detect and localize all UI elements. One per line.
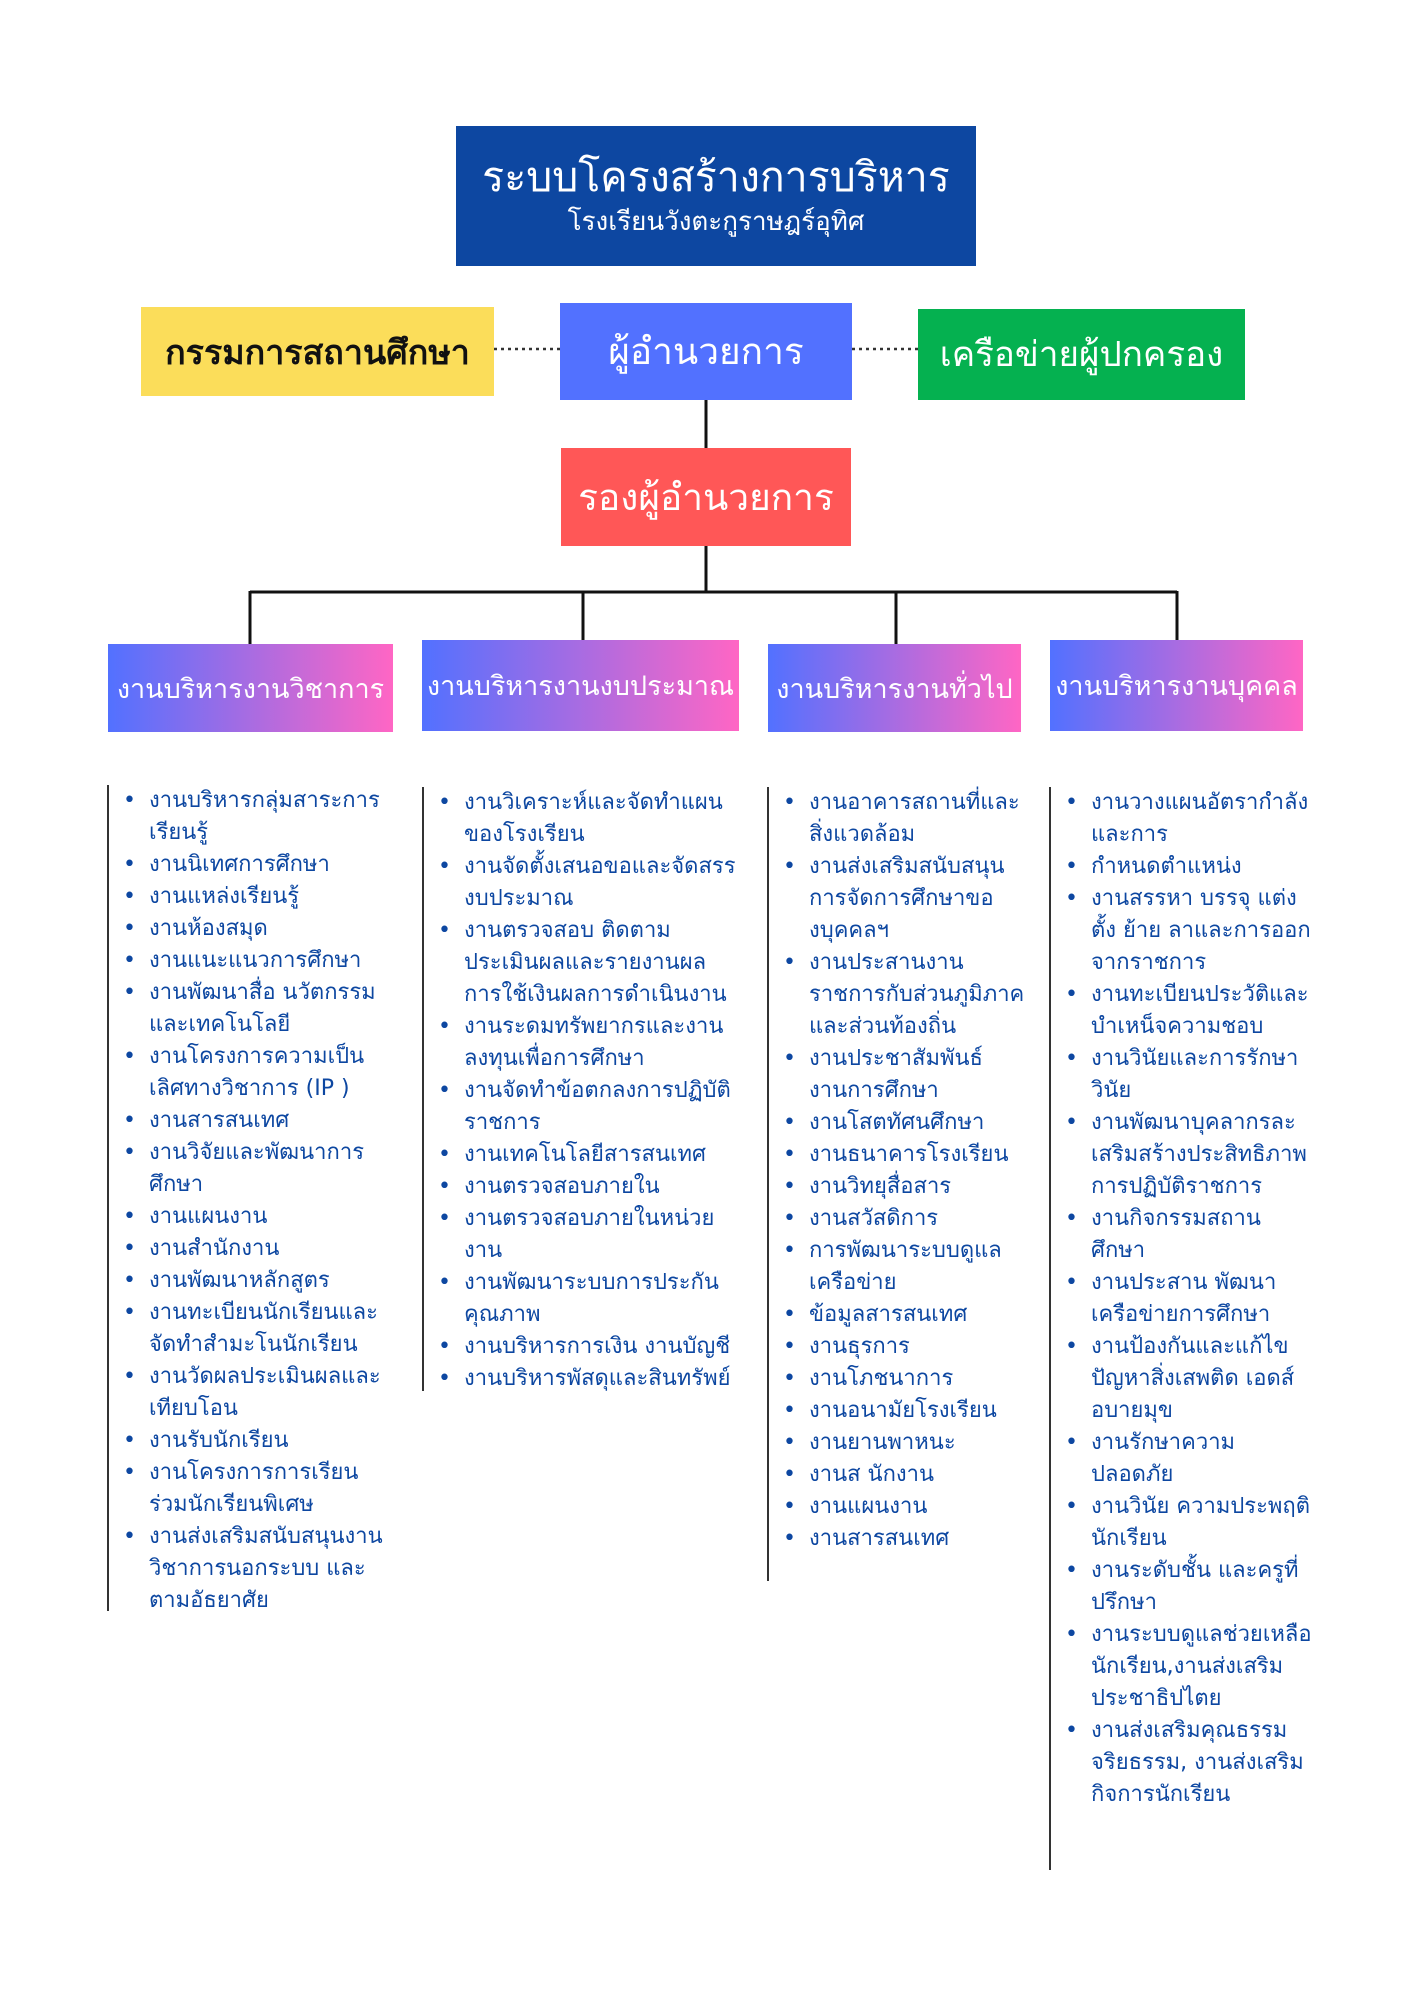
dept-academic-box: งานบริหารงานวิชาการ [108, 644, 393, 732]
task-item: งานทะเบียนนักเรียนและจัดทำสำมะโนนักเรียน [123, 1297, 397, 1361]
task-item: งานป้องกันและแก้ไขปัญหาสิ่งเสพติด เอดส์ … [1065, 1331, 1313, 1427]
task-item: งานสรรหา บรรจุ แต่งตั้ง ย้าย ลาและการออก… [1065, 883, 1313, 979]
task-item: งานแนะแนวการศึกษา [123, 945, 397, 977]
task-item: งานธุรการ [783, 1331, 1025, 1363]
task-item: งานสารสนเทศ [123, 1105, 397, 1137]
task-item: งานเทคโนโลยีสารสนเทศ [438, 1139, 742, 1171]
task-item: งานทะเบียนประวัติและบำเหน็จความชอบ [1065, 979, 1313, 1043]
task-item: งานรักษาความปลอดภัย [1065, 1427, 1313, 1491]
task-item: งานระดับชั้น และครูที่ปรึกษา [1065, 1555, 1313, 1619]
dept-budget-box: งานบริหารงานงบประมาณ [422, 640, 739, 731]
task-item: งานจัดตั้งเสนอขอและจัดสรรงบประมาณ [438, 851, 742, 915]
dept-personnel-task-list: งานวางแผนอัตรากำลังและการกำหนดตำแหน่งงาน… [1049, 787, 1313, 1870]
task-item: งานสวัสดิการ [783, 1203, 1025, 1235]
task-item: งานอาคารสถานที่และสิ่งแวดล้อม [783, 787, 1025, 851]
task-item: งานบริหารการเงิน งานบัญชี [438, 1331, 742, 1363]
task-item: งานวางแผนอัตรากำลังและการ [1065, 787, 1313, 851]
task-item: งานอนามัยโรงเรียน [783, 1395, 1025, 1427]
task-item: งานวัดผลประเมินผลและเทียบโอน [123, 1361, 397, 1425]
task-item: ข้อมูลสารสนเทศ [783, 1299, 1025, 1331]
task-item: งานบริหารกลุ่มสาระการเรียนรู้ [123, 785, 397, 849]
task-item: งานประสานงานราชการกับส่วนภูมิภาคและส่วนท… [783, 947, 1025, 1043]
task-item: งานพัฒนาหลักสูตร [123, 1265, 397, 1297]
task-item: งานส่งเสริมคุณธรรมจริยธรรม, งานส่งเสริมก… [1065, 1715, 1313, 1811]
dept-personnel-box: งานบริหารงานบุคคล [1050, 640, 1303, 731]
task-item: งานวิเคราะห์และจัดทำแผนของโรงเรียน [438, 787, 742, 851]
director-box: ผู้อำนวยการ [560, 303, 852, 400]
task-item: งานจัดทำข้อตกลงการปฏิบัติราชการ [438, 1075, 742, 1139]
task-item: งานส นักงาน [783, 1459, 1025, 1491]
task-item: งานพัฒนาบุคลากรละเสริมสร้างประสิทธิภาพกา… [1065, 1107, 1313, 1203]
task-item: งานส่งเสริมสนับสนุนงานวิชาการนอกระบบ และ… [123, 1521, 397, 1617]
dept-general-box: งานบริหารงานทั่วไป [768, 644, 1021, 732]
task-item: งานวิทยุสื่อสาร [783, 1171, 1025, 1203]
task-item: งานยานพาหนะ [783, 1427, 1025, 1459]
task-item: งานโภชนาการ [783, 1363, 1025, 1395]
task-item: งานระบบดูแลช่วยเหลือนักเรียน,งานส่งเสริม… [1065, 1619, 1313, 1715]
task-item: การพัฒนาระบบดูแลเครือข่าย [783, 1235, 1025, 1299]
task-item: งานแหล่งเรียนรู้ [123, 881, 397, 913]
task-item: งานวินัยและการรักษาวินัย [1065, 1043, 1313, 1107]
task-item: งานกิจกรรมสถานศึกษา [1065, 1203, 1313, 1267]
deputy-director-box: รองผู้อำนวยการ [561, 448, 851, 546]
task-item: งานธนาคารโรงเรียน [783, 1139, 1025, 1171]
task-item: งานสารสนเทศ [783, 1523, 1025, 1555]
task-item: กำหนดตำแหน่ง [1065, 851, 1313, 883]
task-item: งานระดมทรัพยากรและงานลงทุนเพื่อการศึกษา [438, 1011, 742, 1075]
task-item: งานนิเทศการศึกษา [123, 849, 397, 881]
dept-budget-task-list: งานวิเคราะห์และจัดทำแผนของโรงเรียนงานจัด… [422, 787, 742, 1395]
task-item: งานพัฒนาระบบการประกันคุณภาพ [438, 1267, 742, 1331]
school-name: โรงเรียนวังตะกูราษฎร์อุทิศ [567, 206, 865, 237]
task-item: งานประสาน พัฒนาเครือข่ายการศึกษา [1065, 1267, 1313, 1331]
task-item: งานสำนักงาน [123, 1233, 397, 1265]
title-box: ระบบโครงสร้างการบริหาร โรงเรียนวังตะกูรา… [456, 126, 976, 266]
task-item: งานโสตทัศนศึกษา [783, 1107, 1025, 1139]
task-item: งานแผนงาน [783, 1491, 1025, 1523]
task-item: งานโครงการความเป็นเลิศทางวิชาการ (IP ) [123, 1041, 397, 1105]
task-item: งานวิจัยและพัฒนาการศึกษา [123, 1137, 397, 1201]
task-item: งานประชาสัมพันธ์งานการศึกษา [783, 1043, 1025, 1107]
task-item: งานตรวจสอบภายในหน่วยงาน [438, 1203, 742, 1267]
task-item: งานห้องสมุด [123, 913, 397, 945]
task-item: งานส่งเสริมสนับสนุนการจัดการศึกษาของบุคค… [783, 851, 1025, 947]
task-item: งานตรวจสอบภายใน [438, 1171, 742, 1203]
task-item: งานโครงการการเรียนร่วมนักเรียนพิเศษ [123, 1457, 397, 1521]
parent-network-box: เครือข่ายผู้ปกครอง [918, 309, 1245, 400]
committee-box: กรรมการสถานศึกษา [141, 307, 494, 396]
dept-academic-task-list: งานบริหารกลุ่มสาระการเรียนรู้งานนิเทศการ… [107, 785, 397, 1613]
task-item: งานวินัย ความประพฤตินักเรียน [1065, 1491, 1313, 1555]
task-item: งานรับนักเรียน [123, 1425, 397, 1457]
dept-general-task-list: งานอาคารสถานที่และสิ่งแวดล้อมงานส่งเสริม… [767, 787, 1025, 1581]
task-item: งานแผนงาน [123, 1201, 397, 1233]
task-item: งานตรวจสอบ ติดตาม ประเมินผลและรายงานผลกา… [438, 915, 742, 1011]
chart-title: ระบบโครงสร้างการบริหาร [482, 152, 950, 201]
task-item: งานบริหารพัสดุและสินทรัพย์ [438, 1363, 742, 1395]
task-item: งานพัฒนาสื่อ นวัตกรรม และเทคโนโลยี [123, 977, 397, 1041]
